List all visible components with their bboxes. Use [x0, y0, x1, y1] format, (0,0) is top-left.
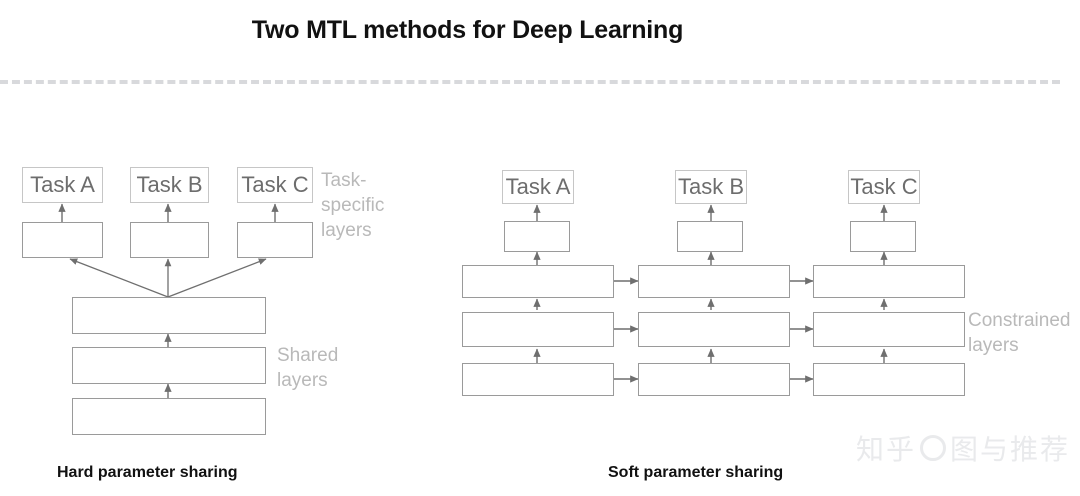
hard-task-a-box[interactable]: Task A [22, 167, 103, 203]
soft-task-a-box[interactable]: Task A [502, 170, 574, 204]
hard-shared-layer-2[interactable] [72, 347, 266, 384]
hard-task-specific-layer-a[interactable] [22, 222, 103, 258]
soft-constrained-layer-a3[interactable] [462, 363, 614, 396]
soft-constrained-layers-label: Constrained layers [968, 310, 1071, 356]
hard-task-specific-layer-c[interactable] [237, 222, 313, 258]
soft-task-c-box[interactable]: Task C [848, 170, 920, 204]
hard-task-specific-label: Task- specific layers [321, 170, 385, 241]
soft-constrained-layer-b1[interactable] [638, 265, 790, 298]
soft-constrained-layer-c1[interactable] [813, 265, 965, 298]
hard-shared-layer-1[interactable] [72, 297, 266, 334]
hard-shared-layers-label: Shared layers [277, 345, 339, 391]
soft-task-specific-layer-a[interactable] [504, 221, 570, 252]
dashed-divider [0, 80, 1060, 84]
soft-parameter-sharing-caption: Soft parameter sharing [608, 464, 784, 481]
circle-logo-icon [919, 435, 946, 461]
soft-constrained-layer-b2[interactable] [638, 312, 790, 347]
soft-constrained-layer-a1[interactable] [462, 265, 614, 298]
watermark-author: 图与推荐 [949, 433, 1070, 466]
soft-constrained-layer-c3[interactable] [813, 363, 965, 396]
soft-constrained-layer-a2[interactable] [462, 312, 614, 347]
hard-shared-layer-3[interactable] [72, 398, 266, 435]
soft-task-specific-layer-c[interactable] [850, 221, 916, 252]
soft-task-b-box[interactable]: Task B [675, 170, 747, 204]
hard-task-c-box[interactable]: Task C [237, 167, 313, 203]
page-title: Two MTL methods for Deep Learning [251, 16, 684, 44]
hard-task-specific-layer-b[interactable] [130, 222, 209, 258]
watermark: 知乎 图与推荐 [856, 428, 1070, 468]
hard-parameter-sharing-caption: Hard parameter sharing [57, 464, 238, 481]
watermark-source: 知乎 [855, 433, 916, 466]
soft-constrained-layer-b3[interactable] [638, 363, 790, 396]
soft-task-specific-layer-b[interactable] [677, 221, 743, 252]
hard-task-b-box[interactable]: Task B [130, 167, 209, 203]
soft-constrained-layer-c2[interactable] [813, 312, 965, 347]
